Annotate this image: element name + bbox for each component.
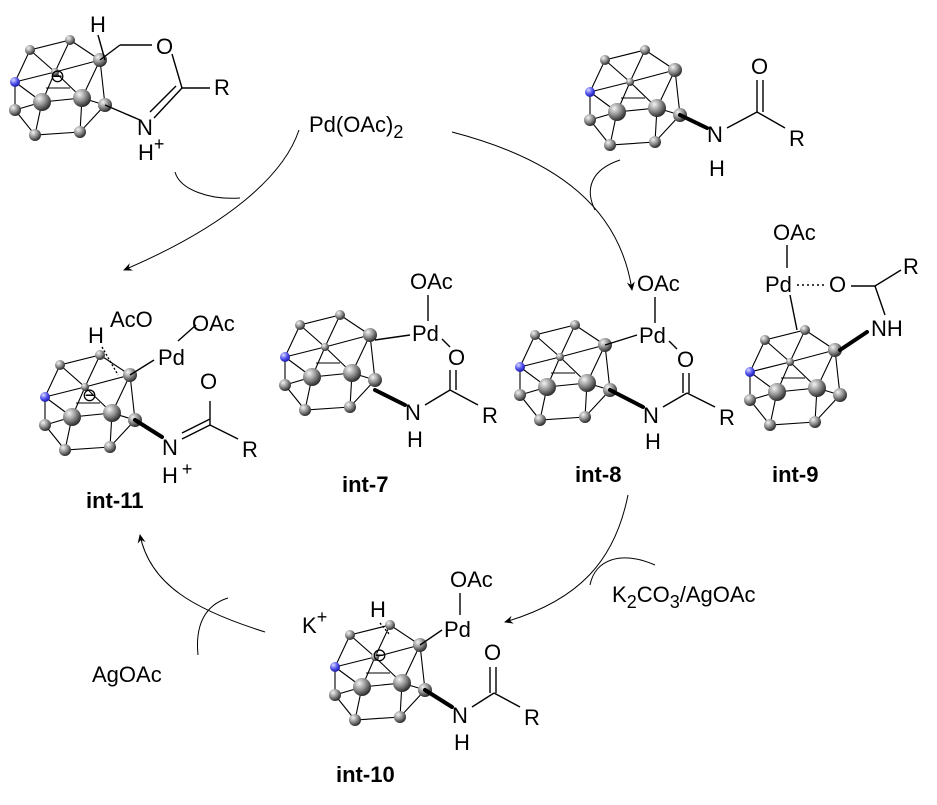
- svg-text:R: R: [242, 437, 258, 462]
- svg-text:N: N: [452, 703, 468, 728]
- svg-text:OAc: OAc: [410, 269, 453, 294]
- svg-text:R: R: [524, 705, 540, 730]
- svg-text:H: H: [90, 12, 106, 37]
- svg-text:R: R: [903, 254, 919, 279]
- int7-label: int-7: [342, 472, 388, 497]
- svg-text:OAc: OAc: [773, 220, 816, 245]
- svg-text:O: O: [829, 272, 846, 297]
- svg-text:AcO: AcO: [110, 307, 153, 332]
- svg-text:N: N: [162, 435, 178, 460]
- oxidant-label: AgOAc: [92, 662, 162, 687]
- svg-text:N: N: [137, 115, 153, 140]
- svg-text:R: R: [789, 126, 805, 151]
- arrow-substrate-in: [589, 159, 621, 211]
- int9-nh: NH: [871, 316, 903, 341]
- k-counterion: K+: [302, 607, 327, 638]
- svg-text:OAc: OAc: [450, 567, 493, 592]
- svg-text:⊖: ⊖: [82, 385, 97, 405]
- svg-text:H: H: [645, 429, 661, 454]
- svg-text:Pd: Pd: [412, 321, 439, 346]
- arrow-agoac-in: [196, 597, 229, 656]
- svg-text:H: H: [88, 323, 104, 348]
- svg-text:H: H: [454, 730, 470, 755]
- svg-text:H: H: [709, 156, 725, 181]
- int9-label: int-9: [772, 462, 818, 487]
- int10-label: int-10: [336, 762, 395, 787]
- int7-structure: Pd OAc O N H R: [278, 269, 498, 452]
- svg-text:R: R: [214, 75, 230, 100]
- int9-structure: Pd OAc O R NH: [743, 220, 919, 432]
- arrow-catalyst-to-int8: [451, 131, 635, 291]
- svg-text:OAc: OAc: [637, 271, 680, 296]
- product-oxazoline: ⊖ H O R N H+: [8, 12, 230, 165]
- svg-text:O: O: [484, 640, 501, 665]
- svg-text:O: O: [448, 345, 465, 370]
- svg-text:O: O: [677, 347, 694, 372]
- svg-text:N: N: [707, 122, 723, 147]
- int8-label: int-8: [575, 462, 621, 487]
- svg-text:N: N: [405, 400, 421, 425]
- arrow-int11-to-product: [123, 129, 300, 271]
- int10-structure: ⊖ K+ H Pd OAc O N H R: [302, 567, 540, 755]
- svg-text:Pd: Pd: [158, 345, 185, 370]
- svg-text:N: N: [643, 403, 659, 428]
- svg-text:R: R: [719, 405, 735, 430]
- svg-text:Pd: Pd: [765, 272, 792, 297]
- substrate-amide: N H O R: [583, 44, 805, 181]
- svg-text:H: H: [407, 427, 423, 452]
- svg-text:O: O: [156, 34, 173, 59]
- int11-nh-plus: H+: [162, 459, 192, 488]
- arrow-int8-to-int10: [504, 494, 629, 624]
- svg-text:OAc: OAc: [192, 311, 235, 336]
- svg-text:Pd: Pd: [639, 323, 666, 348]
- svg-text:O: O: [751, 54, 768, 79]
- cycle-arrows: [123, 129, 656, 656]
- svg-text:⊖: ⊖: [372, 645, 387, 665]
- int11-structure: ⊖ H AcO OAc Pd O N H+ R: [38, 307, 258, 488]
- svg-text:O: O: [200, 369, 217, 394]
- arrow-product-out: [174, 171, 241, 199]
- base-label: K2CO3/AgOAc: [612, 582, 756, 612]
- charge-minus: ⊖: [50, 66, 65, 86]
- arrow-int10-to-int11: [137, 534, 266, 633]
- n-proton: H+: [138, 134, 164, 165]
- arrow-base-in: [589, 557, 656, 586]
- svg-text:Pd: Pd: [444, 617, 471, 642]
- svg-text:H: H: [370, 597, 386, 622]
- int11-label: int-11: [86, 488, 143, 513]
- svg-text:R: R: [482, 403, 498, 428]
- catalyst-label: Pd(OAc)2: [309, 112, 403, 142]
- int8-structure: Pd OAc O N H R: [513, 271, 735, 454]
